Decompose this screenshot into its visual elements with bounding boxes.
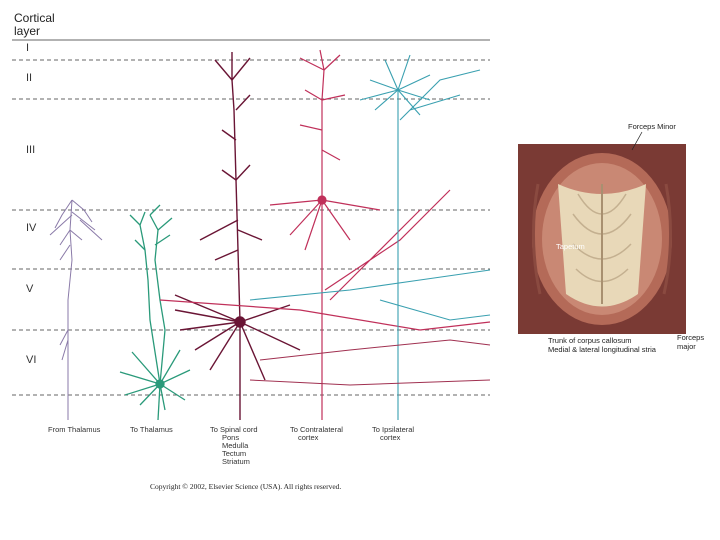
deep-pyramidal-neuron (175, 52, 300, 420)
corpus-callosum-photo (518, 144, 686, 334)
layer-boundaries (12, 40, 490, 395)
forceps-minor-pointer (620, 130, 650, 160)
label-forceps-major-1: Forceps (677, 334, 704, 342)
label-tapetum: Tapetum (556, 243, 585, 251)
caption-to-ipsilateral: To Ipsilateral cortex (372, 426, 414, 442)
caption-to-contralateral: To Contralateral cortex (290, 426, 343, 442)
white-matter-fibers (250, 340, 490, 385)
thalamic-afferent (50, 200, 102, 420)
ipsilateral-neuron (250, 55, 490, 420)
caption-from-thalamus: From Thalamus (48, 426, 100, 434)
caption-to-spinal-cord: To Spinal cord Pons Medulla Tectum Stria… (210, 426, 258, 466)
caption-to-thalamus: To Thalamus (130, 426, 173, 434)
corticothalamic-neuron (120, 205, 190, 420)
label-trunk-corpus-callosum: Trunk of corpus callosum (548, 337, 632, 345)
label-longitudinal-striae: Medial & lateral longitudinal stria (548, 346, 656, 354)
label-forceps-major-2: major (677, 343, 696, 351)
copyright-notice: Copyright © 2002, Elsevier Science (USA)… (150, 482, 341, 491)
